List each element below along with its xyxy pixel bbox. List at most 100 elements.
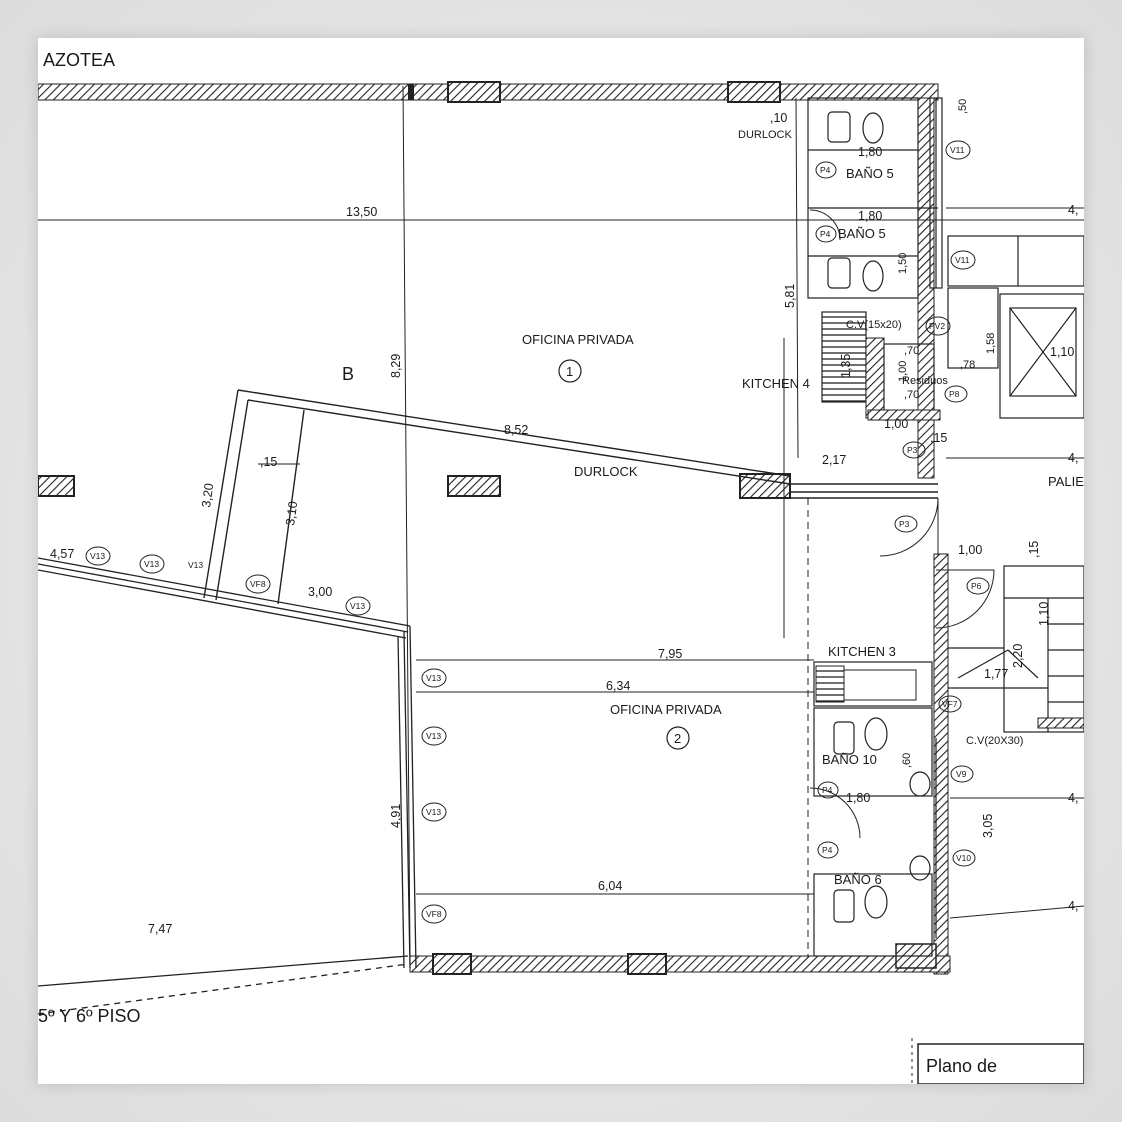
- tag-v9: V9: [956, 769, 967, 779]
- dim-0-78: ,78: [960, 359, 975, 371]
- durlock-partition: [203, 389, 938, 605]
- dim-0-10: ,10: [770, 111, 787, 125]
- tag-p8: P8: [949, 389, 960, 399]
- floor-plan-drawing: AZOTEA 5º Y 6º PISO OFICINA PRIVADA 1 OF…: [38, 50, 1084, 1084]
- element-tags: [85, 140, 990, 924]
- tag-p3b: P3: [899, 519, 910, 529]
- tag-v13e: V13: [426, 731, 441, 741]
- slanted-facade: [38, 557, 417, 1015]
- room-bath-5b: BAÑO 5: [838, 226, 886, 241]
- dim-1-10b: 1,10: [1037, 602, 1051, 626]
- plan-labels: AZOTEA 5º Y 6º PISO OFICINA PRIVADA 1 OF…: [38, 50, 1084, 1026]
- dim-1-10a: 1,10: [1050, 345, 1074, 359]
- tag-vf8b: VF8: [426, 909, 442, 919]
- dim-3-00: 3,00: [308, 585, 332, 599]
- dim-7-47: 7,47: [148, 922, 172, 936]
- dim-13-50: 13,50: [346, 205, 377, 219]
- room-kitchen-4: KITCHEN 4: [742, 376, 810, 391]
- label-cv-a: C.V(15x20): [846, 319, 902, 331]
- tag-vf7: VF7: [942, 699, 958, 709]
- title-block: Plano de: [911, 1038, 1084, 1084]
- tag-v13f: V13: [426, 807, 441, 817]
- tag-v13g: V13: [188, 560, 203, 570]
- dim-1-35: 1,35: [839, 354, 853, 378]
- dim-4-2c: 4,: [1068, 791, 1078, 805]
- room-office-2-number: 2: [674, 731, 681, 746]
- dim-0-70b: ,70: [904, 389, 919, 401]
- columns: [38, 473, 791, 499]
- dim-1-77: 1,77: [984, 667, 1008, 681]
- tag-v10: V10: [956, 853, 971, 863]
- dim-1-58: 1,58: [985, 333, 997, 354]
- dim-3-10: 3,10: [283, 500, 300, 526]
- dim-4-57: 4,57: [50, 547, 74, 561]
- elevator-core: [947, 235, 1084, 733]
- label-durlock-wall: DURLOCK: [574, 464, 638, 479]
- dim-1-00b: 1,00: [958, 543, 982, 557]
- dim-0-70a: ,70: [904, 345, 919, 357]
- dim-5-81: 5,81: [783, 284, 797, 308]
- tag-p4c: P4: [822, 785, 833, 795]
- tag-vf8a: VF8: [250, 579, 266, 589]
- room-bath-10: BAÑO 10: [822, 752, 877, 767]
- dim-1-80a: 1,80: [858, 145, 882, 159]
- dim-0-50: ,50: [957, 99, 969, 114]
- dim-2-20: 2,20: [1011, 644, 1025, 668]
- dim-6-04: 6,04: [598, 879, 622, 893]
- door-swings: [809, 209, 995, 839]
- tag-p4a: P4: [820, 165, 831, 175]
- dim-6-34: 6,34: [606, 679, 630, 693]
- room-number-circles: [558, 359, 690, 750]
- room-palier: PALIE: [1048, 474, 1084, 489]
- room-bath-6: BAÑO 6: [834, 872, 882, 887]
- label-durlock-top: DURLOCK: [738, 129, 792, 141]
- label-cv-b: C.V(20X30): [966, 735, 1023, 747]
- dim-1-00c: 1,00: [897, 361, 909, 382]
- dim-1-80c: 1,80: [846, 791, 870, 805]
- title-floor: 5º Y 6º PISO: [38, 1006, 141, 1026]
- tag-p4d: P4: [822, 845, 833, 855]
- dim-3-05: 3,05: [981, 814, 995, 838]
- dim-4-2b: 4,: [1068, 451, 1078, 465]
- tag-p6: P6: [971, 581, 982, 591]
- reference-lines: [38, 85, 1084, 958]
- lower-bathrooms: [813, 661, 937, 957]
- dim-1-00a: 1,00: [884, 417, 908, 431]
- room-kitchen-3: KITCHEN 3: [828, 644, 896, 659]
- tag-v13b: V13: [144, 559, 159, 569]
- label-b: B: [342, 364, 354, 384]
- dim-0-15b: ,15: [930, 431, 947, 445]
- tag-p3a: P3: [907, 445, 918, 455]
- dim-4-2a: 4,: [1068, 203, 1078, 217]
- room-office-1-label: OFICINA PRIVADA: [522, 332, 634, 347]
- room-office-1-number: 1: [566, 364, 573, 379]
- dim-4-2d: 4,: [1068, 899, 1078, 913]
- dim-0-60: ,60: [901, 753, 913, 768]
- tag-v11b: V11: [955, 255, 970, 265]
- tag-v11a: V11: [950, 145, 965, 155]
- tag-v13a: V13: [90, 551, 105, 561]
- tag-p4b: P4: [820, 229, 831, 239]
- dim-4-91: 4,91: [389, 804, 403, 828]
- tag-pv2: PV2: [929, 321, 945, 331]
- dim-1-50: 1,50: [897, 253, 909, 274]
- dim-0-15c: ,15: [1027, 541, 1041, 558]
- title-block-text: Plano de: [926, 1056, 997, 1076]
- floor-plan-sheet: AZOTEA 5º Y 6º PISO OFICINA PRIVADA 1 OF…: [38, 38, 1084, 1084]
- tag-labels: V11 V11 P4 P4 P4 P4 PV2 P8 P3 P3 P6 V13 …: [90, 145, 982, 919]
- room-office-2-label: OFICINA PRIVADA: [610, 702, 722, 717]
- dimension-labels: 13,50 8,29 5,81 8,52 3,20 3,10 ,15 4,57 …: [50, 99, 1078, 936]
- room-bath-5a: BAÑO 5: [846, 166, 894, 181]
- kitchen-4-block: [821, 311, 941, 421]
- dim-8-52: 8,52: [504, 423, 528, 437]
- exterior-walls: [38, 81, 951, 975]
- dim-8-29: 8,29: [389, 354, 403, 378]
- tag-v13c: V13: [350, 601, 365, 611]
- room-residuos: Residuos: [902, 375, 948, 387]
- dim-7-95: 7,95: [658, 647, 682, 661]
- title-azotea: AZOTEA: [43, 50, 115, 70]
- tag-v13d: V13: [426, 673, 441, 683]
- dim-0-15a: ,15: [260, 455, 277, 469]
- dim-2-17: 2,17: [822, 453, 846, 467]
